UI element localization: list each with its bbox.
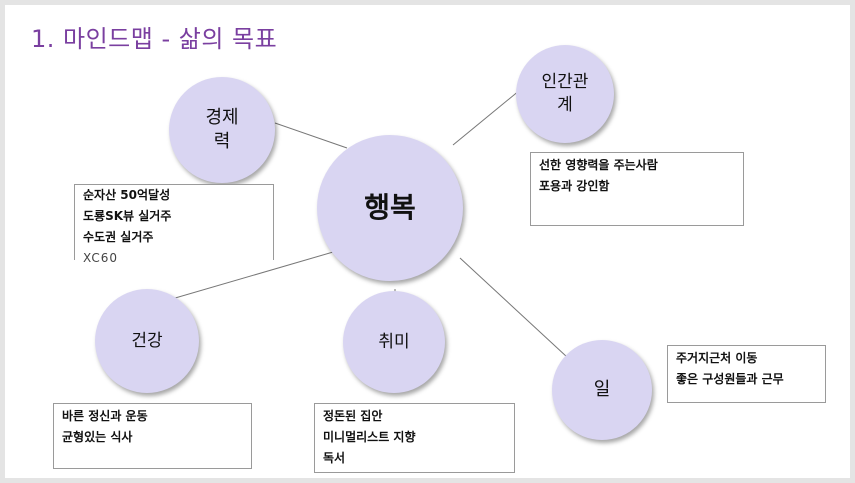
connector-lines: [157, 89, 568, 358]
connector-health: [157, 249, 341, 304]
note-health-line: 균형있는 식사: [62, 430, 133, 444]
connector-work: [459, 257, 568, 358]
note-work: 주거지근처 이동 좋은 구성원들과 근무: [667, 345, 826, 403]
center-label: 행복: [364, 191, 416, 225]
node-work-label: 일: [593, 378, 611, 400]
note-economy: 순자산 50억달성 도룡SK뷰 실거주 수도권 실거주 XC60: [74, 184, 274, 265]
connector-relationships: [452, 89, 521, 146]
slide-title: 1. 마인드맵 - 삶의 목표: [31, 25, 278, 53]
node-economy: 경제 력: [169, 77, 275, 183]
note-hobby-line: 독서: [323, 451, 346, 465]
note-work-line: 좋은 구성원들과 근무: [676, 372, 784, 386]
note-relationships-line: 포용과 강인함: [539, 179, 610, 193]
note-health-line: 바른 정신과 운동: [62, 409, 148, 423]
node-hobby: 취미: [343, 291, 445, 393]
node-economy-label: 경제 력: [205, 106, 239, 152]
node-relationships-label: 인간관 계: [541, 72, 589, 115]
note-hobby-line: 정돈된 집안: [323, 409, 383, 423]
note-economy-line: 순자산 50억달성: [83, 188, 171, 202]
note-economy-line: 도룡SK뷰 실거주: [83, 209, 172, 223]
note-economy-line: 수도권 실거주: [83, 230, 154, 244]
note-work-line: 주거지근처 이동: [676, 351, 758, 365]
node-health-label: 건강: [131, 330, 163, 351]
note-hobby: 정돈된 집안 미니멀리스트 지향 독서: [314, 403, 515, 473]
center-node-happiness: 행복: [317, 135, 463, 281]
node-hobby-label: 취미: [378, 331, 410, 352]
node-work: 일: [552, 340, 652, 440]
note-economy-line: XC60: [83, 251, 118, 265]
note-health: 바른 정신과 운동 균형있는 식사: [53, 403, 252, 469]
connector-economy: [274, 122, 348, 149]
note-hobby-line: 미니멀리스트 지향: [323, 430, 416, 444]
note-relationships: 선한 영향력을 주는사람 포용과 강인함: [530, 152, 744, 226]
node-health: 건강: [95, 289, 199, 393]
node-relationships: 인간관 계: [516, 45, 614, 143]
note-relationships-line: 선한 영향력을 주는사람: [539, 158, 658, 172]
slide: 1. 마인드맵 - 삶의 목표 행복 경제 력 인간관 계 건강 취미 일 순자…: [5, 5, 850, 478]
